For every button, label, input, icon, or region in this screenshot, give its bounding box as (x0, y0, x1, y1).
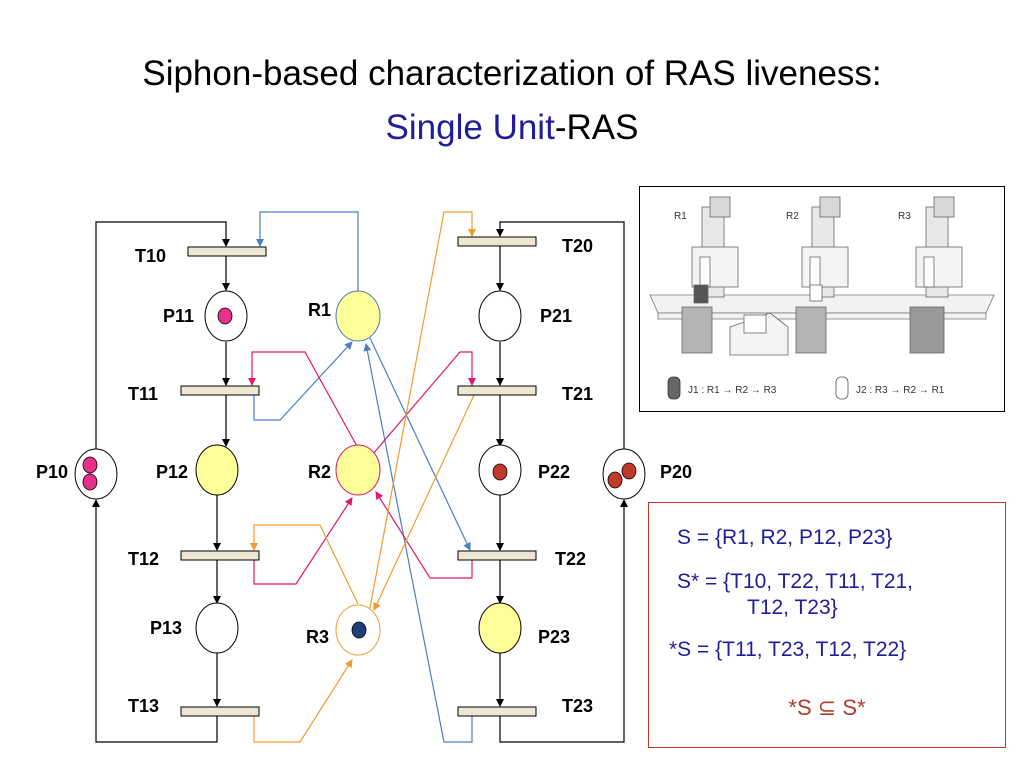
preset: *S = {T11, T23, T12, T22} (669, 638, 907, 661)
label-p11: P11 (163, 306, 194, 326)
token-p20-b (621, 462, 637, 480)
title-highlight: Single Unit (385, 108, 555, 147)
label-t10: T10 (135, 246, 166, 266)
label-r3: R3 (306, 627, 329, 647)
label-p22: P22 (538, 462, 570, 482)
token-p20-a (607, 471, 623, 489)
machine-r1 (681, 196, 739, 354)
transition-t20 (457, 236, 537, 247)
label-p21: P21 (540, 306, 572, 326)
token-p10-b (82, 473, 98, 491)
label-t21: T21 (562, 384, 593, 404)
label-p23: P23 (538, 627, 570, 647)
siphon-sets-box: S = {R1, R2, P12, P23} S* = {T10, T22, T… (648, 502, 1006, 748)
transition-t13 (180, 706, 260, 717)
place-p12 (195, 444, 239, 496)
transition-t23 (457, 706, 537, 717)
transition-t11 (180, 385, 260, 396)
legend-j2: J2 : R3 → R2 → R1 (856, 385, 945, 396)
label-t11: T11 (128, 384, 158, 404)
workcell-drawing: R1 R2 R3 (649, 196, 995, 400)
job-j1-icon (667, 376, 681, 400)
tokens (82, 307, 637, 639)
token-p11 (217, 307, 233, 325)
label-p10: P10 (36, 462, 68, 482)
label-p13: P13 (150, 618, 182, 638)
workcell-label-r3: R3 (898, 211, 911, 222)
postset: S* = {T10, T22, T11, T21, (677, 570, 914, 593)
process-arcs (92, 221, 628, 743)
label-p20: P20 (660, 462, 692, 482)
label-p12: P12 (156, 462, 188, 482)
machine-r3 (909, 196, 963, 354)
place-p21 (478, 290, 522, 342)
transition-t10 (187, 246, 267, 257)
machines (681, 196, 963, 356)
label-t20: T20 (562, 236, 593, 256)
transition-t22 (457, 550, 537, 561)
node-labels: T10 T11 T12 T13 T20 T21 T22 T23 P10 P11 … (36, 236, 692, 716)
postset-continued: T12, T23} (747, 596, 838, 619)
job-legend: J1 : R1 → R2 → R3 J2 : R3 → R2 → R1 (667, 376, 945, 400)
workcell-label-r1: R1 (674, 211, 687, 222)
resource-r2 (335, 444, 381, 496)
token-p22 (492, 463, 508, 481)
transition-t21 (457, 385, 537, 396)
label-r1: R1 (308, 300, 331, 320)
token-p10-a (82, 456, 98, 474)
machine-r2 (795, 196, 849, 354)
resource-r3-arcs (250, 211, 476, 743)
label-t12: T12 (128, 549, 159, 569)
label-t22: T22 (555, 549, 586, 569)
resource-r2-arcs (248, 351, 476, 585)
slide-title-line1: Siphon-based characterization of RAS liv… (142, 54, 882, 93)
transitions (180, 236, 537, 717)
token-r3 (351, 621, 367, 639)
label-t23: T23 (562, 696, 593, 716)
slide-title-line2: Single Unit-RAS (0, 108, 1024, 148)
legend-j1: J1 : R1 → R2 → R3 (688, 385, 777, 396)
robot (729, 312, 789, 356)
subset-relation: *S ⊆ S* (788, 695, 866, 720)
workcell-illustration: R1 R2 R3 (639, 186, 1005, 412)
resource-r1 (335, 290, 381, 342)
job-j2-icon (835, 376, 849, 400)
place-p13 (195, 602, 239, 654)
label-r2: R2 (308, 462, 331, 482)
place-p23 (478, 602, 522, 654)
label-t13: T13 (128, 696, 159, 716)
workcell-label-r2: R2 (786, 211, 799, 222)
title-rest: -RAS (554, 108, 639, 147)
place-p10 (74, 448, 118, 500)
siphon-set: S = {R1, R2, P12, P23} (677, 526, 893, 549)
transition-t12 (180, 550, 260, 561)
